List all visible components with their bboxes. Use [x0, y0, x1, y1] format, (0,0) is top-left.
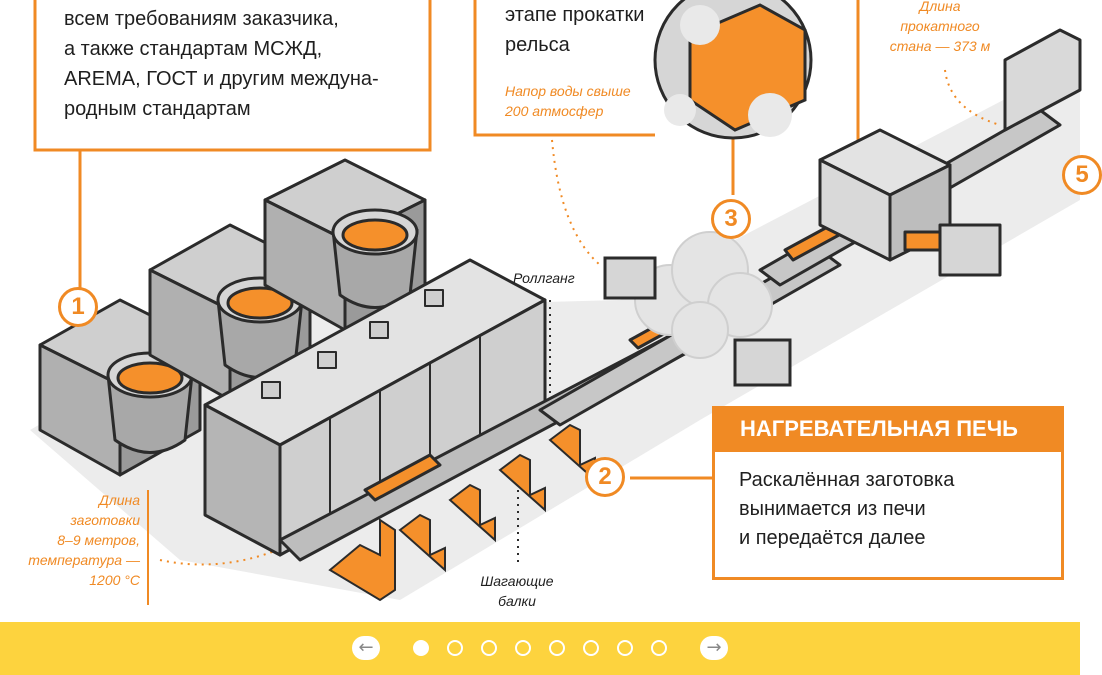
rollgang-label: Роллганг — [513, 270, 575, 286]
slide-dot-2[interactable] — [447, 640, 463, 656]
slide-dot-4[interactable] — [515, 640, 531, 656]
step1-line-2: а также стандартам МСЖД, — [64, 38, 323, 60]
prev-slide-button[interactable]: ← — [352, 636, 380, 660]
dotted-label-lines — [517, 300, 551, 565]
walking-beams-line-2: балки — [498, 593, 536, 609]
billet-length-note: Длина заготовки 8–9 метров, температура … — [20, 490, 140, 590]
furnace-callout-title: НАГРЕВАТЕЛЬНАЯ ПЕЧЬ — [712, 406, 1064, 452]
step3-line-1: этапе прокатки — [505, 4, 645, 26]
step-marker-1[interactable]: 1 — [58, 287, 98, 327]
slide-dot-7[interactable] — [617, 640, 633, 656]
mill-length-line-1: Длина — [919, 0, 961, 14]
walking-beams-line-1: Шагающие — [480, 573, 554, 589]
rolling-stands — [818, 28, 1082, 277]
furnace-callout-text: Раскалённая заготовка вынимается из печи… — [715, 452, 1061, 553]
step1-line-3: AREMA, ГОСТ и другим междуна- — [64, 68, 379, 90]
billet-note-line-3: 8–9 метров, — [57, 532, 140, 548]
billet-note-line-2: заготовки — [70, 512, 140, 528]
water-pressure-line-2: 200 атмосфер — [505, 103, 604, 119]
step3-description: этапе прокатки рельса — [505, 0, 655, 60]
furnace-line-3: и передаётся далее — [739, 527, 926, 549]
slide-dot-8[interactable] — [651, 640, 667, 656]
furnace-line-1: Раскалённая заготовка — [739, 469, 955, 491]
rail-mill-illustration — [30, 0, 1082, 605]
step-marker-5[interactable]: 5 — [1062, 155, 1102, 195]
billet-note-line-5: 1200 °С — [89, 572, 140, 588]
mill-length-note: Длина прокатного стана — 373 м — [880, 0, 1000, 56]
ladle-group — [38, 158, 427, 477]
step-marker-2[interactable]: 2 — [585, 457, 625, 497]
mill-length-line-3: стана — 373 м — [889, 38, 991, 54]
furnace-line-2: вынимается из печи — [739, 498, 926, 520]
walking-beams — [328, 423, 596, 602]
callout-lines — [33, 0, 860, 480]
slide-dot-6[interactable] — [583, 640, 599, 656]
mill-length-line-2: прокатного — [900, 18, 980, 34]
step3-line-2: рельса — [505, 34, 570, 56]
slide-dot-5[interactable] — [549, 640, 565, 656]
step1-description: всем требованиям заказчика, а также стан… — [64, 4, 424, 124]
slide-dot-1[interactable] — [413, 640, 429, 656]
slide-dot-3[interactable] — [481, 640, 497, 656]
water-pressure-note: Напор воды свыше 200 атмосфер — [505, 81, 650, 121]
step1-line-1: всем требованиям заказчика, — [64, 8, 339, 30]
step-marker-3[interactable]: 3 — [711, 199, 751, 239]
magnified-billet-view — [653, 0, 813, 140]
water-pressure-line-1: Напор воды свыше — [505, 83, 631, 99]
billet-note-line-4: температура — — [28, 552, 140, 568]
step1-line-4: родным стандартам — [64, 98, 251, 120]
next-slide-button[interactable]: → — [700, 636, 728, 660]
walking-beams-label: Шагающие балки — [472, 571, 562, 611]
furnace-callout: НАГРЕВАТЕЛЬНАЯ ПЕЧЬ Раскалённая заготовк… — [712, 406, 1064, 580]
slide-pager-bar: ← → — [0, 622, 1080, 675]
ladle-3 — [263, 158, 427, 332]
heating-furnace — [203, 258, 547, 557]
billet-note-line-1: Длина — [98, 492, 140, 508]
water-blocks — [603, 256, 792, 387]
